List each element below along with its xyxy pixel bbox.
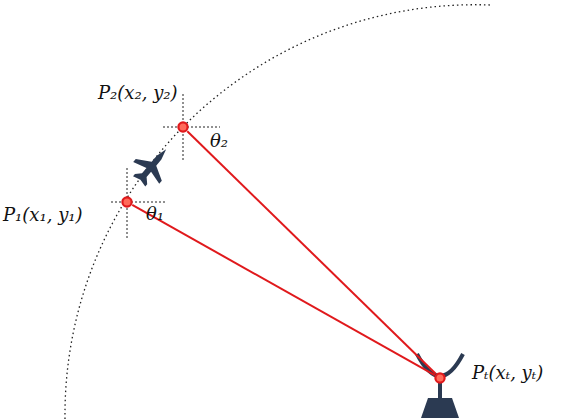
- point-dot: [434, 372, 446, 384]
- point-marker: P₂(x₂, y₂): [177, 121, 189, 133]
- point-dot: [121, 196, 133, 208]
- point-label: P₂(x₂, y₂): [98, 82, 178, 104]
- point-dot: [177, 121, 189, 133]
- line-of-sight: [132, 205, 435, 375]
- point-label: Pₜ(xₜ, yₜ): [472, 362, 543, 384]
- point-label: P₁(x₁, y₁): [3, 204, 83, 226]
- flight-arc: [65, 5, 490, 419]
- reference-crosshairs: [111, 94, 220, 240]
- aircraft-icon: [126, 138, 179, 192]
- point-marker: Pₜ(xₜ, yₜ): [434, 372, 446, 384]
- point-marker: P₁(x₁, y₁): [121, 196, 133, 208]
- angle-label: θ₁: [146, 203, 164, 225]
- line-of-sight: [187, 131, 435, 374]
- angle-label: θ₂: [210, 130, 228, 152]
